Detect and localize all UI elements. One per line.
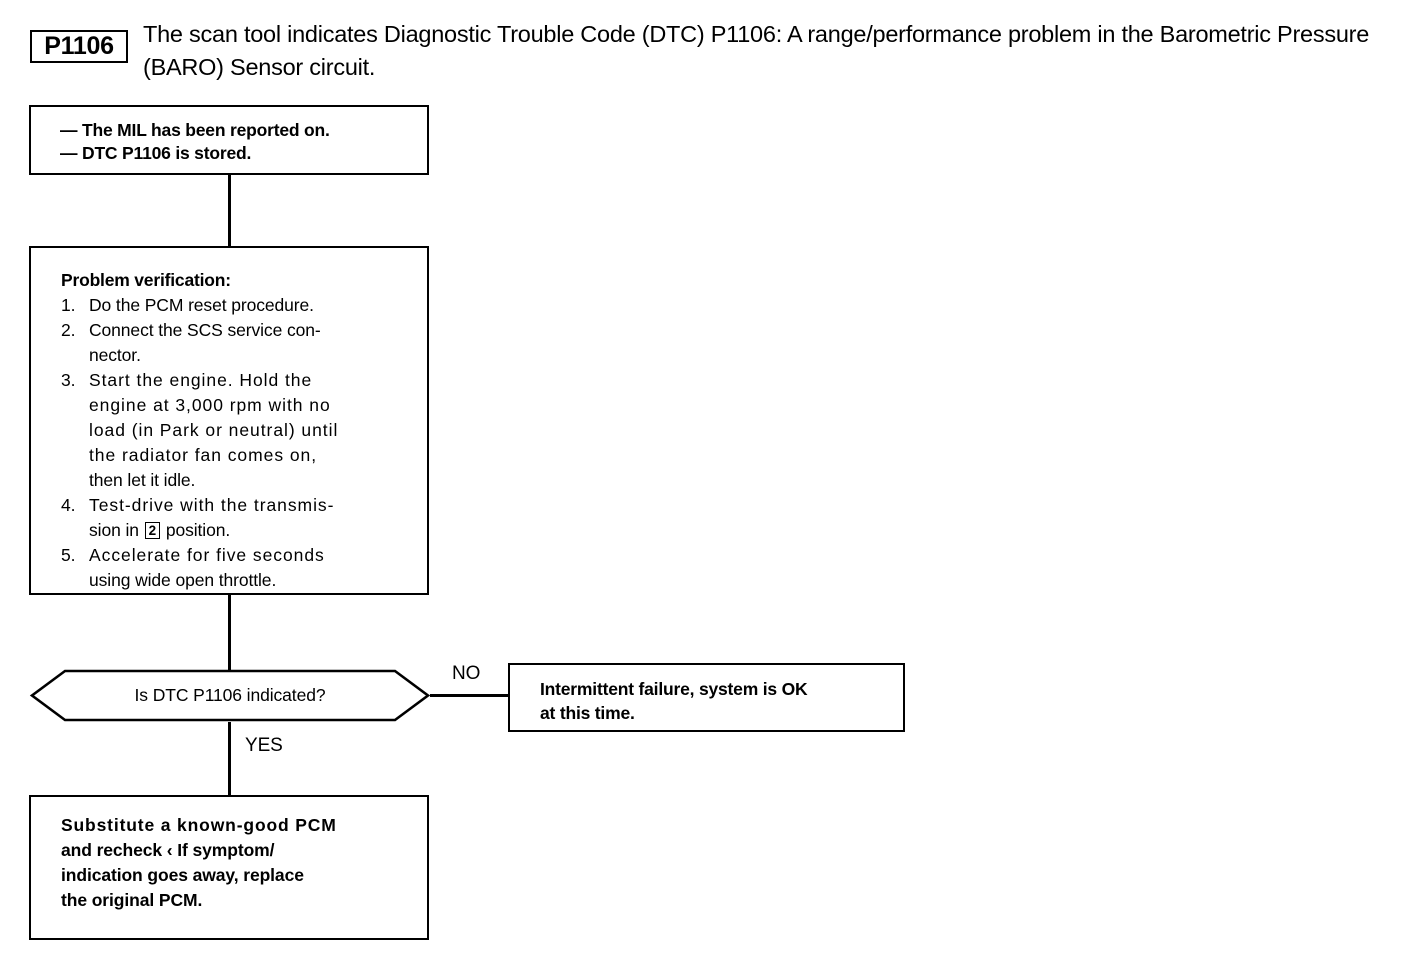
branch-label-no: NO xyxy=(452,663,481,684)
gear-position-indicator: 2 xyxy=(144,522,161,539)
final-action-line-2: and recheck ‹ If symptom/ xyxy=(61,840,275,860)
dash-bullet-icon: — xyxy=(60,120,78,140)
intermittent-failure-text: Intermittent failure, system is OK at th… xyxy=(510,665,903,725)
connector-decision-to-final-action xyxy=(228,722,231,795)
step-number xyxy=(61,393,89,418)
connector-verification-to-decision xyxy=(228,595,231,670)
symptom-text: The MIL has been reported on. xyxy=(82,120,330,140)
step-number xyxy=(61,418,89,443)
step-number xyxy=(61,518,89,543)
connector-symptom-to-verification xyxy=(228,175,231,246)
final-action-box: Substitute a known-good PCM and recheck … xyxy=(29,795,429,940)
hexagon-shape-icon xyxy=(29,669,431,722)
step-text: then let it idle. xyxy=(89,470,196,490)
step-number: 1. xyxy=(61,295,76,315)
list-item: nector. xyxy=(31,343,427,368)
step-text: engine at 3,000 rpm with no xyxy=(89,395,331,415)
dtc-code-badge: P1106 xyxy=(30,30,128,63)
step-text: the radiator fan comes on, xyxy=(89,445,318,465)
step-text: load (in Park or neutral) until xyxy=(89,420,339,440)
list-item: 4. Test-drive with the transmis- xyxy=(31,493,427,518)
list-item: 1. Do the PCM reset procedure. xyxy=(31,293,427,318)
step-text: using wide open throttle. xyxy=(89,570,277,590)
step-number: 5. xyxy=(61,545,76,565)
header-description: The scan tool indicates Diagnostic Troub… xyxy=(143,21,1370,80)
decision-question: Is DTC P1106 indicated? xyxy=(134,685,326,705)
step-number: 4. xyxy=(61,495,76,515)
step-number: 3. xyxy=(61,370,76,390)
step-text: Do the PCM reset procedure. xyxy=(89,295,314,315)
step-text: Connect the SCS service con- xyxy=(89,320,321,340)
list-item: — DTC P1106 is stored. xyxy=(31,142,427,165)
header: P1106 The scan tool indicates Diagnostic… xyxy=(30,18,1400,88)
list-item: — The MIL has been reported on. xyxy=(31,119,427,142)
list-item: 3. Start the engine. Hold the xyxy=(31,368,427,393)
step-text: Test-drive with the transmis- xyxy=(89,495,335,515)
list-item: sion in 2 position. xyxy=(31,518,427,543)
final-action-line-4: the original PCM. xyxy=(61,890,203,910)
step-text: nector. xyxy=(89,345,141,365)
symptom-list: — The MIL has been reported on. — DTC P1… xyxy=(31,107,427,165)
final-action-line-3: indication goes away, replace xyxy=(61,865,304,885)
step-number xyxy=(61,443,89,468)
step-text-with-gear: sion in 2 position. xyxy=(89,520,231,540)
step-number xyxy=(61,568,89,593)
list-item: 2. Connect the SCS service con- xyxy=(31,318,427,343)
list-item: then let it idle. xyxy=(31,468,427,493)
list-item: 5. Accelerate for five seconds xyxy=(31,543,427,568)
list-item: using wide open throttle. xyxy=(31,568,427,593)
intermittent-line-2: at this time. xyxy=(540,703,635,723)
list-item: engine at 3,000 rpm with no xyxy=(31,393,427,418)
dash-bullet-icon: — xyxy=(60,143,78,163)
final-action-line-1: Substitute a known-good PCM xyxy=(61,815,337,835)
list-item: the radiator fan comes on, xyxy=(31,443,427,468)
step-number xyxy=(61,468,89,493)
decision-node: Is DTC P1106 indicated? xyxy=(29,668,431,723)
verification-step-list: 1. Do the PCM reset procedure. 2. Connec… xyxy=(31,293,427,593)
intermittent-line-1: Intermittent failure, system is OK xyxy=(540,679,808,699)
final-action-text: Substitute a known-good PCM and recheck … xyxy=(31,797,406,913)
branch-label-yes: YES xyxy=(245,735,283,756)
step-number xyxy=(61,343,89,368)
list-item: load (in Park or neutral) until xyxy=(31,418,427,443)
step-text: Start the engine. Hold the xyxy=(89,370,313,390)
intermittent-failure-box: Intermittent failure, system is OK at th… xyxy=(508,663,905,732)
verification-box: Problem verification: 1. Do the PCM rese… xyxy=(29,246,429,595)
symptom-text: DTC P1106 is stored. xyxy=(82,143,252,163)
step-number: 2. xyxy=(61,320,76,340)
verification-title: Problem verification: xyxy=(61,270,231,290)
connector-decision-to-intermittent xyxy=(430,694,510,697)
step-text: Accelerate for five seconds xyxy=(89,545,325,565)
symptom-box: — The MIL has been reported on. — DTC P1… xyxy=(29,105,429,175)
